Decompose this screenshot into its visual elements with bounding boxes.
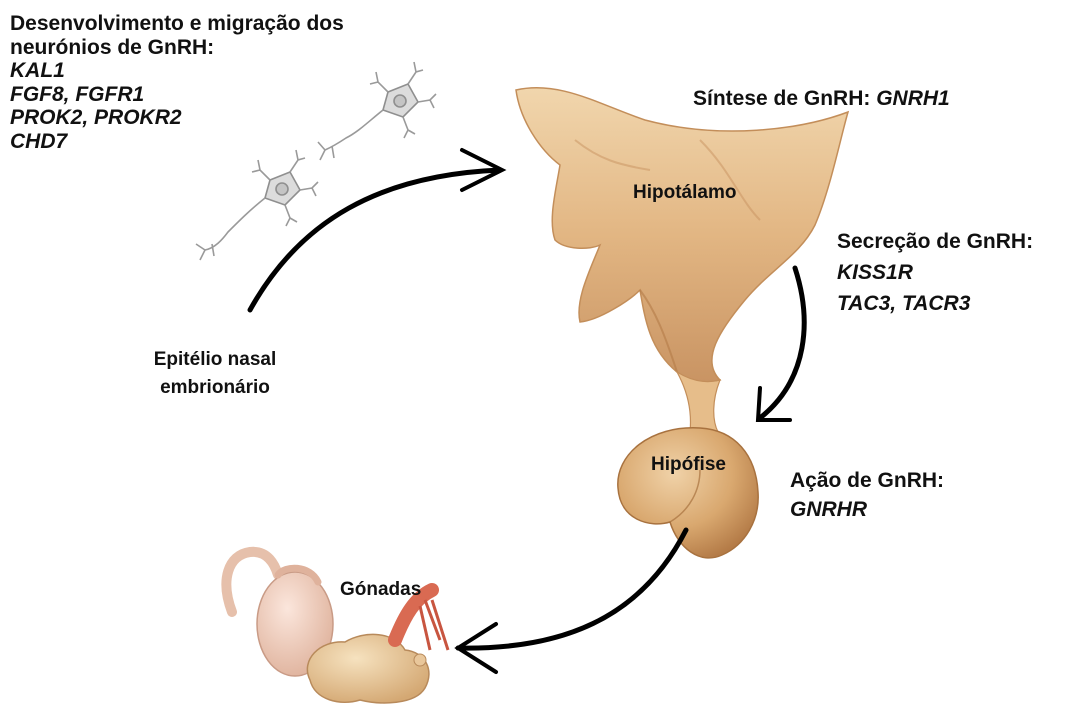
arrow-secretion — [758, 268, 804, 420]
hypothalamus-label: Hipotálamo — [633, 180, 736, 205]
secretion-title: Secreção de GnRH: — [837, 226, 1033, 257]
synthesis-label: Síntese de GnRH: GNRH1 — [693, 86, 950, 111]
gene-tac3-tacr3: TAC3, TACR3 — [837, 288, 1033, 319]
action-title: Ação de GnRH: — [790, 466, 944, 495]
secretion-block: Secreção de GnRH: KISS1R TAC3, TACR3 — [837, 226, 1033, 319]
development-title-line1: Desenvolvimento e migração dos — [10, 12, 344, 36]
gene-gnrh1: GNRH1 — [876, 87, 950, 110]
epithelium-line1: Epitélio nasal — [125, 346, 305, 374]
pituitary-stalk — [677, 372, 720, 432]
gene-chd7: CHD7 — [10, 130, 344, 154]
nasal-epithelium-label: Epitélio nasal embrionário — [125, 346, 305, 402]
hypothalamus-shape — [516, 88, 848, 382]
gene-kal1: KAL1 — [10, 59, 344, 83]
gene-prok2-prokr2: PROK2, PROKR2 — [10, 106, 344, 130]
pituitary-label: Hipófise — [651, 452, 726, 477]
arrow-to-gonads — [458, 530, 686, 672]
development-migration-block: Desenvolvimento e migração dos neurónios… — [10, 12, 344, 153]
pituitary-gland — [618, 428, 758, 558]
development-title-line2: neurónios de GnRH: — [10, 36, 344, 60]
action-block: Ação de GnRH: GNRHR — [790, 466, 944, 524]
synthesis-text: Síntese de GnRH: — [693, 87, 870, 110]
gonads-label: Gónadas — [340, 577, 421, 602]
gene-gnrhr: GNRHR — [790, 495, 944, 524]
epithelium-line2: embrionário — [125, 374, 305, 402]
gene-kiss1r: KISS1R — [837, 257, 1033, 288]
gene-fgf8-fgfr1: FGF8, FGFR1 — [10, 83, 344, 107]
